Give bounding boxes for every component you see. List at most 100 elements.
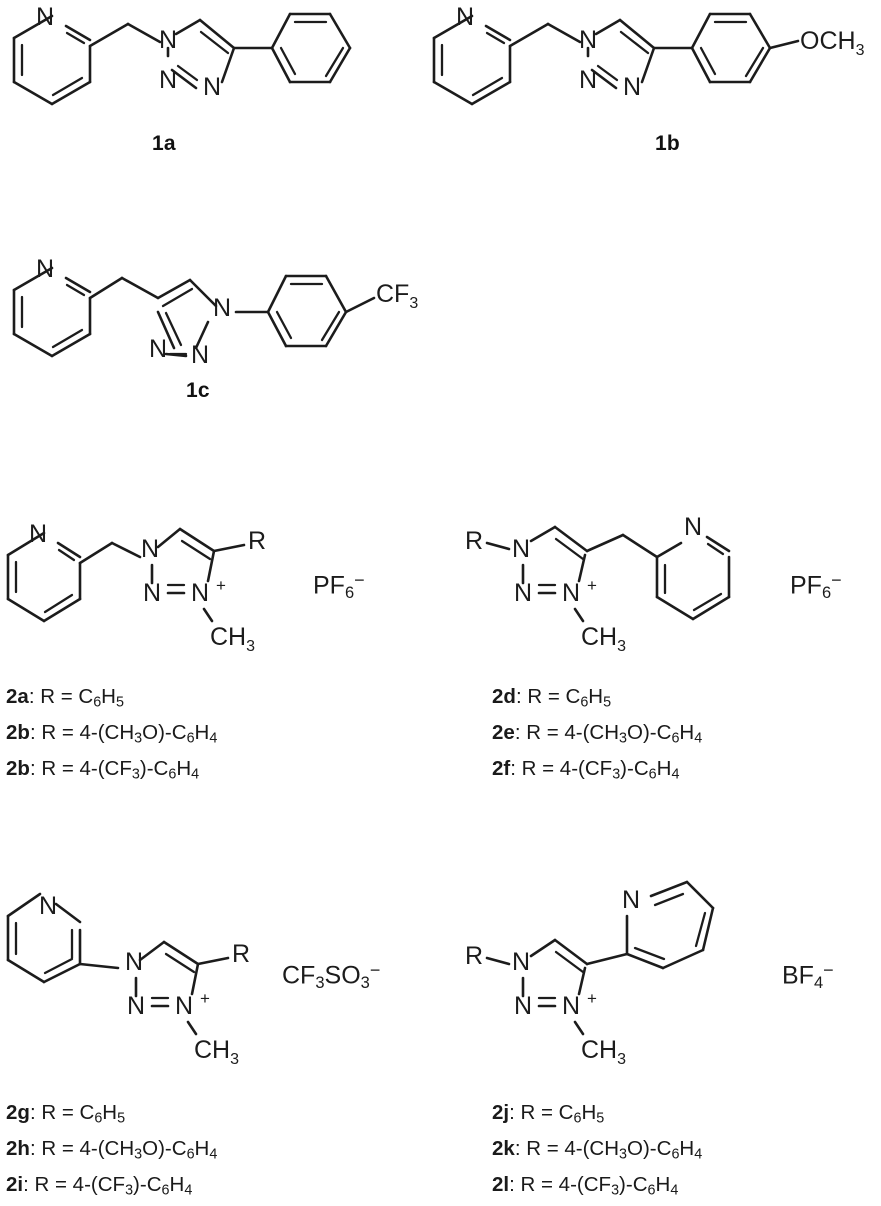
legend-row: 2f: R = 4-(CF3)-C6H4 bbox=[492, 754, 702, 790]
atom-label-n: N bbox=[29, 520, 47, 548]
atom-label-n2: N bbox=[514, 992, 532, 1020]
anion-formula-a: CF bbox=[282, 961, 316, 990]
legend-row: 2g: R = C6H5 bbox=[6, 1098, 217, 1134]
bond-n-methyl bbox=[573, 607, 585, 623]
anion-triflate: CF3SO3− bbox=[282, 960, 380, 993]
structure-1c: N N N N bbox=[0, 250, 460, 385]
legend-sep: : R = bbox=[29, 757, 80, 781]
compound-label-1b: 1b bbox=[655, 132, 680, 155]
triazolium-ring-2a: N N N + bbox=[141, 527, 226, 607]
anion-subscript-a: 3 bbox=[315, 974, 325, 993]
atom-label-n3: N bbox=[562, 992, 580, 1020]
atom-label-n1: N bbox=[159, 26, 177, 54]
legend-sep: : R = bbox=[510, 757, 560, 781]
legend-formula: 4-(CF3)-C6H4 bbox=[558, 1173, 679, 1199]
triazole-ring-1b: N N N bbox=[579, 18, 656, 101]
atom-label-n1: N bbox=[579, 26, 597, 54]
anion-formula: BF bbox=[782, 961, 814, 990]
structure-2d-2f: R N N N + CH3 bbox=[455, 505, 881, 665]
phenyl-ring-1a bbox=[270, 12, 352, 84]
legend-row: 2b: R = 4-(CF3)-C6H4 bbox=[6, 754, 217, 790]
compound-label-1a: 1a bbox=[152, 132, 176, 155]
methyl-label: CH3 bbox=[210, 623, 255, 655]
atom-label-n3: N bbox=[562, 579, 580, 607]
legend-row: 2k: R = 4-(CH3O)-C6H4 bbox=[492, 1134, 702, 1170]
methyl-label: CH3 bbox=[194, 1036, 239, 1068]
anion-subscript: 6 bbox=[821, 584, 832, 603]
structure-2g-2i: N N N N + CH3 R bbox=[0, 872, 440, 1068]
legend-row: 2e: R = 4-(CH3O)-C6H4 bbox=[492, 718, 702, 754]
legend-tag: 2e bbox=[492, 721, 515, 745]
pyridine-ring-1a: N bbox=[12, 3, 92, 106]
legend-formula: C6H5 bbox=[79, 1101, 126, 1127]
structure-2j-2l: R N N N + CH3 bbox=[455, 872, 881, 1068]
legend-formula: 4-(CH3O)-C6H4 bbox=[79, 1137, 218, 1163]
legend-row: 2l: R = 4-(CF3)-C6H4 bbox=[492, 1170, 702, 1206]
atom-label-n3: N bbox=[191, 341, 209, 369]
bond-to-r bbox=[196, 956, 230, 966]
legend-sep: : R = bbox=[509, 1173, 559, 1197]
phenyl-ring-1b bbox=[690, 12, 772, 84]
bond-ch2-b bbox=[546, 22, 582, 44]
structure-1b: N N N N bbox=[420, 0, 881, 130]
legend-tag: 2b bbox=[6, 721, 30, 745]
charge-plus: + bbox=[216, 576, 226, 595]
atom-label-n1: N bbox=[213, 294, 231, 322]
bond-n-methyl bbox=[202, 607, 214, 623]
anion-formula: PF bbox=[313, 571, 345, 600]
atom-label-n2: N bbox=[159, 66, 177, 94]
bond-ch2-a bbox=[585, 533, 625, 553]
bond-ch2-b bbox=[110, 541, 142, 559]
anion-pf6-right: PF6− bbox=[790, 570, 842, 603]
charge-plus: + bbox=[587, 576, 597, 595]
atom-label-n: N bbox=[36, 3, 54, 31]
charge-plus: + bbox=[200, 989, 210, 1008]
bond-n-methyl bbox=[186, 1020, 198, 1036]
bond-n-aryl bbox=[78, 962, 120, 970]
atom-label-n3: N bbox=[175, 992, 193, 1020]
atom-label-n1: N bbox=[512, 948, 530, 976]
atom-label-n: N bbox=[36, 255, 54, 283]
legend-2j-2l: 2j: R = C6H5 2k: R = 4-(CH3O)-C6H4 2l: R… bbox=[492, 1098, 702, 1206]
legend-2d-2f: 2d: R = C6H5 2e: R = 4-(CH3O)-C6H4 2f: R… bbox=[492, 682, 702, 790]
bond-to-r bbox=[212, 543, 246, 553]
atom-label-n3: N bbox=[191, 579, 209, 607]
legend-formula: 4-(CH3O)-C6H4 bbox=[79, 721, 218, 747]
r-group-label: R bbox=[248, 527, 266, 555]
legend-sep: : R = bbox=[509, 1101, 559, 1124]
bond-r-to-n bbox=[485, 541, 511, 551]
atom-label-n2: N bbox=[514, 579, 532, 607]
triazole-ring-1c: N N N bbox=[149, 278, 231, 369]
legend-tag: 2g bbox=[6, 1101, 30, 1124]
legend-sep: : R = bbox=[29, 1101, 80, 1124]
atom-label-n3: N bbox=[203, 73, 221, 101]
structure-1a: N N N N bbox=[0, 0, 380, 130]
anion-subscript-b: 3 bbox=[360, 974, 370, 993]
methyl-label: CH3 bbox=[581, 1036, 626, 1068]
legend-2a-2c: 2a: R = C6H5 2b: R = 4-(CH3O)-C6H4 2b: R… bbox=[6, 682, 217, 790]
legend-row: 2i: R = 4-(CF3)-C6H4 bbox=[6, 1170, 217, 1206]
legend-sep: : R = bbox=[515, 685, 566, 708]
legend-tag: 2a bbox=[6, 685, 29, 708]
legend-tag: 2b bbox=[6, 757, 30, 781]
substituent-label-methoxy: OCH3 bbox=[800, 27, 865, 59]
atom-label-n3: N bbox=[623, 73, 641, 101]
legend-formula: C6H5 bbox=[558, 1101, 605, 1127]
pyridine-ring-2a: N bbox=[6, 520, 82, 623]
anion-bf4: BF4− bbox=[782, 960, 834, 993]
legend-sep: : R = bbox=[514, 1137, 565, 1161]
atom-label-n: N bbox=[456, 3, 474, 31]
compound-label-1c: 1c bbox=[186, 379, 210, 402]
pyridine-ring-1b: N bbox=[432, 3, 512, 106]
legend-sep: : R = bbox=[23, 1173, 73, 1197]
legend-row: 2j: R = C6H5 bbox=[492, 1098, 702, 1134]
legend-formula: 4-(CF3)-C6H4 bbox=[79, 757, 200, 783]
legend-formula: 4-(CH3O)-C6H4 bbox=[564, 721, 703, 747]
legend-sep: : R = bbox=[514, 721, 565, 745]
phenyl-ring-1c bbox=[266, 274, 348, 348]
bond-ch2-a bbox=[88, 276, 124, 300]
anion-charge: − bbox=[354, 570, 365, 590]
triazolium-ring-2d: N N N + bbox=[512, 525, 597, 607]
bond-ch2-b bbox=[621, 533, 659, 559]
legend-row: 2b: R = 4-(CH3O)-C6H4 bbox=[6, 718, 217, 754]
